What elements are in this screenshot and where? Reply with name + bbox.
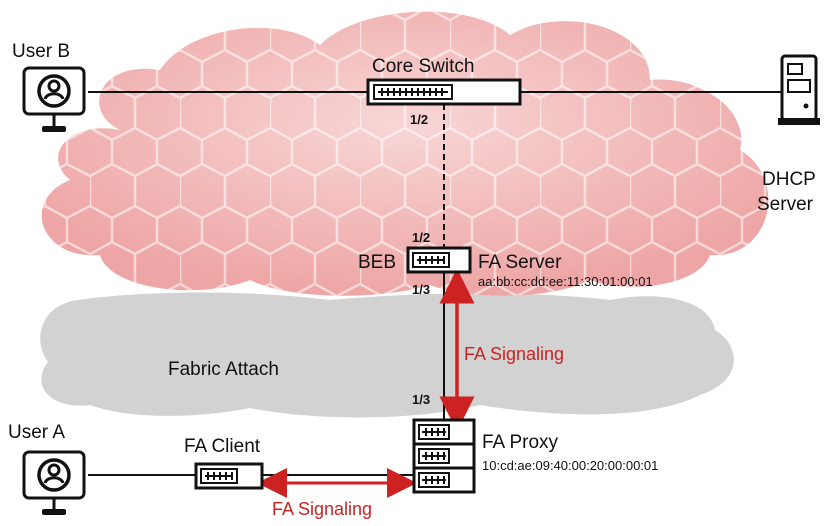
core-switch-label: Core Switch xyxy=(372,56,474,77)
user-monitor-icon xyxy=(22,66,86,132)
dhcp-label-line2: Server xyxy=(757,194,814,215)
fa-client-label: FA Client xyxy=(184,436,261,457)
fa-proxy-mac: 10:cd:ae:09:40:00:20:00:00:01 xyxy=(482,458,658,473)
core-cloud xyxy=(41,11,769,296)
switch-icon xyxy=(406,246,472,274)
user-a-label: User A xyxy=(8,422,65,443)
switch-icon xyxy=(194,462,264,490)
beb-label: BEB xyxy=(358,252,396,273)
fabric-attach-label: Fabric Attach xyxy=(168,359,279,380)
fa-signaling-vertical-label: FA Signaling xyxy=(464,344,564,364)
port-proxy-up: 1/3 xyxy=(412,392,430,407)
user-monitor-icon xyxy=(22,450,86,515)
server-tower-icon xyxy=(778,54,820,125)
fabric-attach-cloud xyxy=(40,292,734,418)
user-b-label: User B xyxy=(12,41,70,62)
fa-server-label: FA Server xyxy=(478,252,562,273)
fa-proxy-label: FA Proxy xyxy=(482,432,559,453)
dhcp-label-line1: DHCP xyxy=(762,169,816,190)
port-core-down: 1/2 xyxy=(410,112,428,127)
fa-signaling-horizontal-label: FA Signaling xyxy=(272,499,372,519)
port-beb-down: 1/3 xyxy=(412,282,430,297)
switch-icon xyxy=(366,78,522,106)
stacked-switch-icon xyxy=(412,418,476,494)
fa-server-mac: aa:bb:cc:dd:ee:11:30:01:00:01 xyxy=(478,274,653,289)
port-beb-up: 1/2 xyxy=(412,230,430,245)
